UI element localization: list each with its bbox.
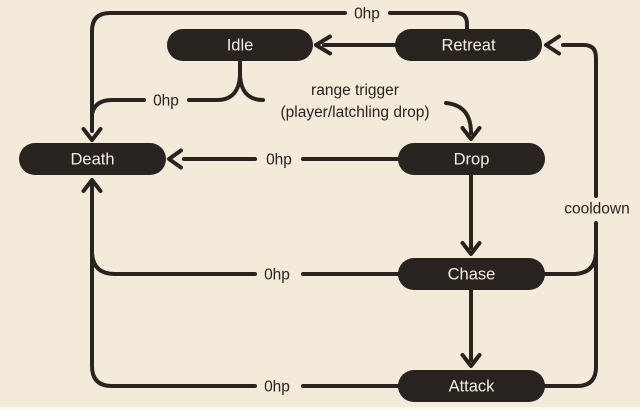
arrowhead-into-attack-icon bbox=[460, 353, 482, 368]
arrowhead-into-death-top-icon bbox=[81, 127, 103, 142]
edge-chase-death-merge bbox=[90, 251, 257, 276]
edge-label-range-trigger-line2: (player/latchling drop) bbox=[280, 104, 429, 121]
bottom-edge-strip bbox=[0, 407, 640, 410]
edge-idle-drop-fork bbox=[238, 71, 265, 102]
edge-label-range-trigger-line1: range trigger bbox=[311, 82, 399, 99]
edge-label-drop-death: 0hp bbox=[266, 152, 292, 169]
node-idle: Idle bbox=[167, 29, 313, 61]
node-retreat: Retreat bbox=[395, 29, 542, 61]
edge-label-attack-death: 0hp bbox=[264, 379, 290, 396]
arrowhead-into-death-right-icon bbox=[167, 148, 183, 170]
node-drop-shape bbox=[398, 143, 545, 175]
edge-label-chase-death: 0hp bbox=[264, 267, 290, 284]
arrowhead-into-retreat-icon bbox=[544, 34, 561, 56]
edge-attack-retreat-upper bbox=[561, 43, 598, 198]
edge-chase-retreat-merge bbox=[543, 249, 598, 276]
node-attack-label: Attack bbox=[449, 378, 496, 396]
edge-label-idle-death: 0hp bbox=[153, 93, 179, 110]
node-chase-label: Chase bbox=[448, 266, 496, 284]
edge-idle-drop-curve bbox=[444, 101, 473, 135]
node-drop-label: Drop bbox=[454, 151, 490, 169]
edge-attack-death-left bbox=[90, 181, 257, 388]
node-death: Death bbox=[19, 143, 166, 175]
arrowhead-into-death-bottom-icon bbox=[81, 178, 103, 193]
node-drop: Drop bbox=[398, 143, 545, 175]
edge-idle-death-fork bbox=[187, 59, 242, 102]
edge-idle-death-merge bbox=[90, 98, 146, 116]
node-death-label: Death bbox=[70, 151, 114, 169]
node-attack-shape bbox=[398, 370, 545, 402]
edge-label-cooldown: cooldown bbox=[564, 201, 630, 218]
arrowhead-into-drop-icon bbox=[460, 126, 482, 141]
node-retreat-shape bbox=[395, 29, 542, 61]
edge-retreat-death-left bbox=[90, 11, 347, 133]
node-chase: Chase bbox=[398, 258, 545, 290]
edge-retreat-death-right bbox=[388, 11, 469, 33]
node-idle-shape bbox=[167, 29, 313, 61]
arrowhead-into-chase-icon bbox=[460, 241, 482, 256]
node-retreat-label: Retreat bbox=[441, 37, 496, 55]
edge-attack-retreat-lower bbox=[543, 221, 598, 388]
node-attack: Attack bbox=[398, 370, 545, 402]
node-chase-shape bbox=[398, 258, 545, 290]
node-death-shape bbox=[19, 143, 166, 175]
arrowhead-into-idle-icon bbox=[314, 34, 332, 56]
edge-label-retreat-death: 0hp bbox=[354, 6, 380, 23]
node-idle-label: Idle bbox=[227, 37, 254, 55]
